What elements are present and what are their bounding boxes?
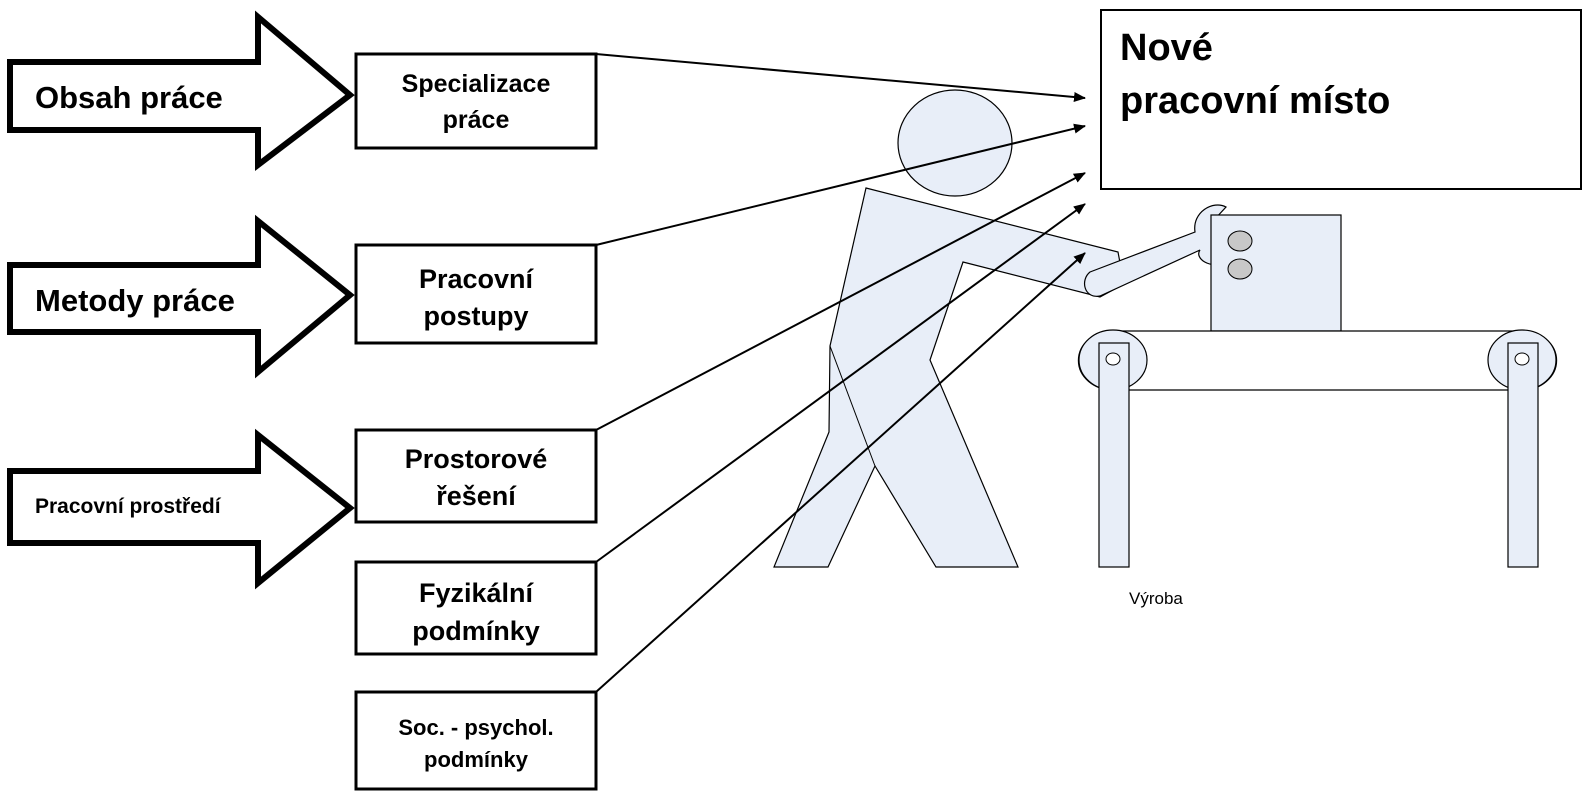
factor-line2: postupy [424,301,529,331]
target-title-line1: Nové [1120,27,1213,69]
factor-box-prostorove: Prostorové řešení [354,428,598,524]
factor-box-socpsych: Soc. - psychol. podmínky [354,690,598,791]
worker-at-conveyor-illustration: Výroba [773,89,1558,608]
connector-specializace [595,53,1086,102]
factor-line2: řešení [436,481,517,511]
factor-line2: podmínky [412,616,540,646]
factor-line1: Prostorové [405,444,548,474]
conveyor-belt [1077,330,1558,391]
machine-button-top [1227,230,1253,252]
factor-line2: práce [443,106,510,134]
category-arrow-prostredi: Pracovní prostředí [7,428,355,590]
category-arrow-metody: Metody práce [7,214,355,379]
worker-head [897,89,1013,197]
factor-line1: Fyzikální [419,578,535,608]
connector-socpsych [595,252,1086,693]
connectors [595,53,1086,693]
conveyor-leg-left [1098,342,1130,568]
category-arrow-obsah: Obsah práce [7,10,355,172]
connector-prostorove [595,172,1086,431]
pivot-left [1105,352,1121,366]
factor-box-fyzikalni: Fyzikální podmínky [354,560,598,656]
category-label: Metody práce [35,283,235,318]
factor-line2: podmínky [424,747,529,772]
factor-line1: Pracovní [419,264,535,294]
category-label: Obsah práce [35,80,223,115]
connector-fyzikalni [595,203,1086,563]
pivot-right [1514,352,1530,366]
conveyor-leg-right [1507,342,1539,568]
connector-postupy [595,123,1086,246]
target-title-line2: pracovní místo [1120,80,1390,122]
worker-leg-line [829,345,876,467]
factor-box-postupy: Pracovní postupy [354,243,598,345]
target-box: Nové pracovní místo [1100,9,1582,190]
factor-line1: Soc. - psychol. [398,715,553,740]
category-label: Pracovní prostředí [35,495,222,518]
factor-line1: Specializace [402,70,551,98]
factor-box-specializace: Specializace práce [354,52,598,150]
illustration-caption: Výroba [1129,589,1183,608]
machine-button-bottom [1227,258,1253,280]
